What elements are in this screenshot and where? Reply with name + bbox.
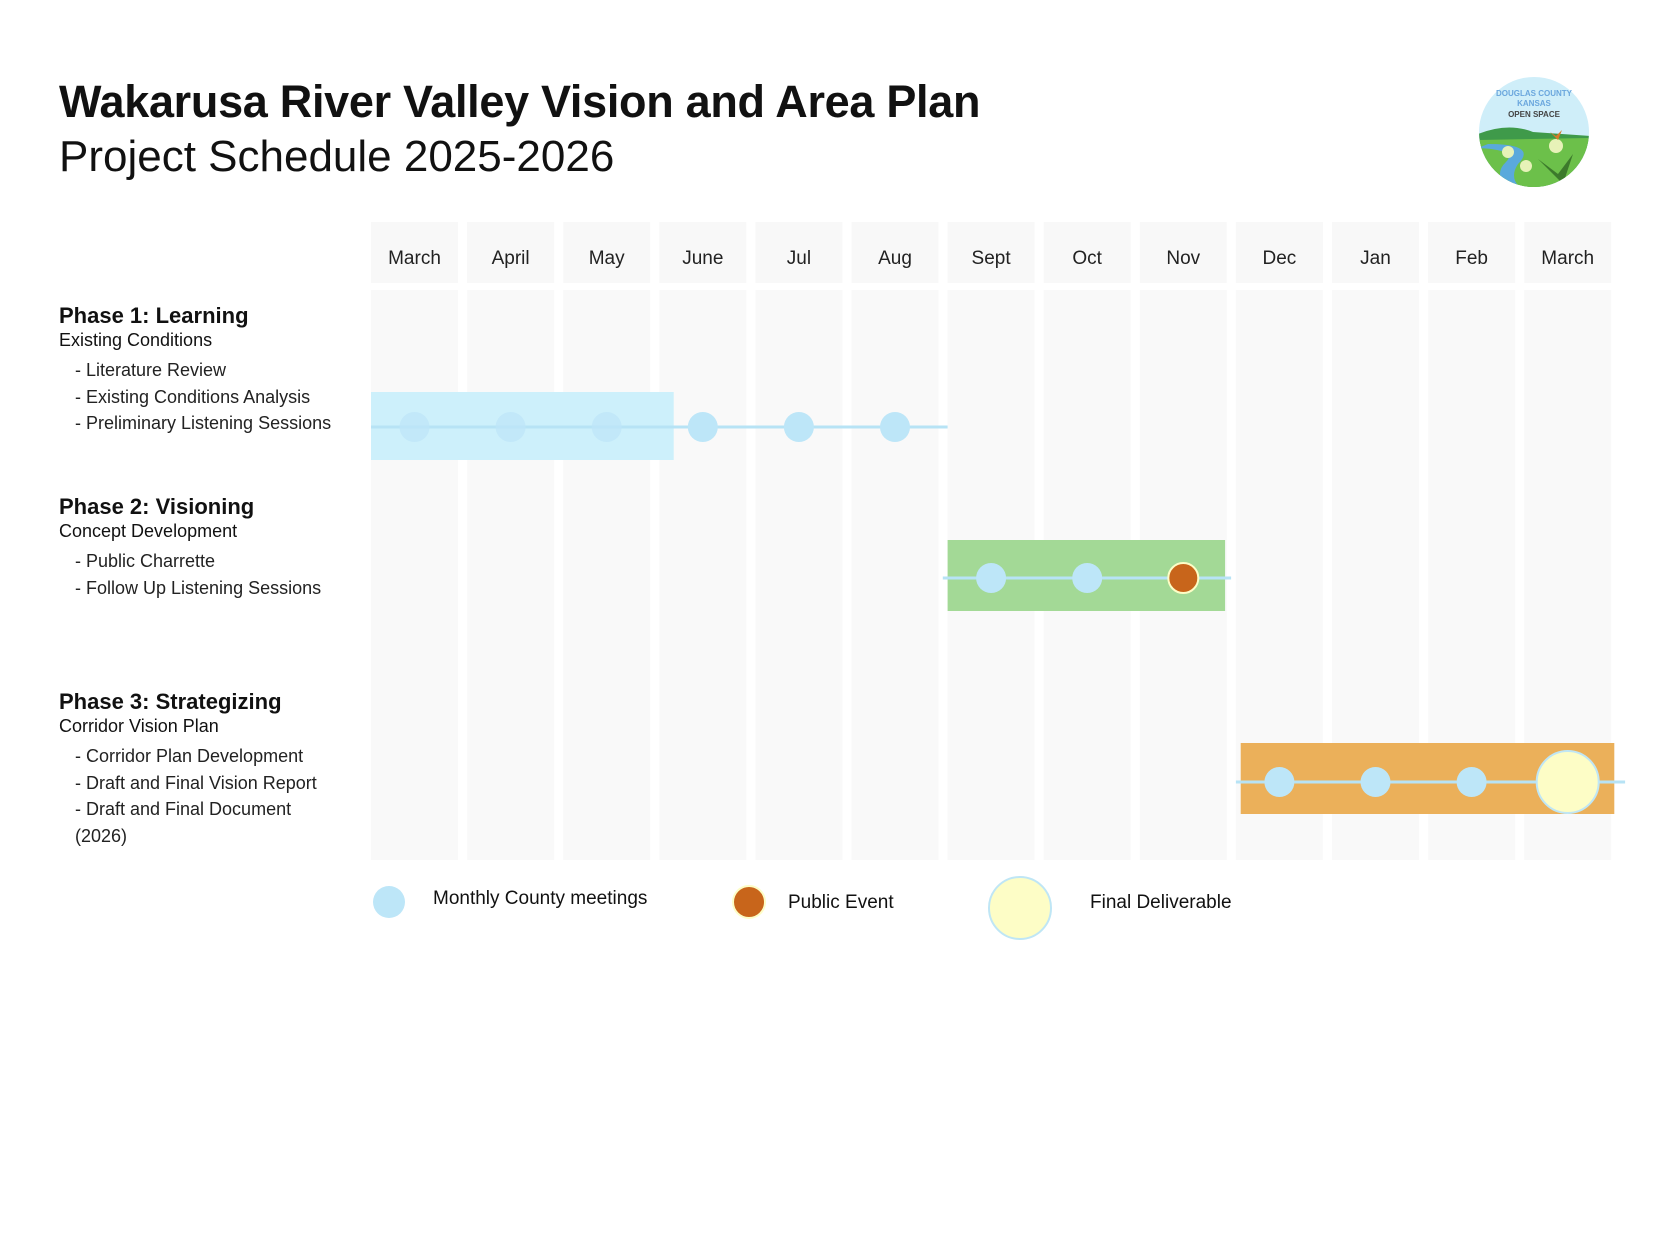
county-meeting-marker — [1072, 563, 1103, 593]
month-header-cell — [1235, 222, 1323, 283]
phase-3-bar-group — [1235, 743, 1626, 814]
month-header-cell — [1043, 222, 1131, 283]
county-meeting-marker — [976, 563, 1007, 593]
month-label: Feb — [1455, 248, 1488, 269]
month-column — [467, 290, 555, 860]
county-meeting-marker — [783, 412, 814, 442]
month-header-cell — [1524, 222, 1612, 283]
legend-public-event-icon — [732, 885, 766, 919]
phase-title: Phase 2: Visioning — [59, 494, 255, 519]
phase-subtitle: Corridor Vision Plan — [59, 716, 219, 736]
month-header-cell — [1428, 222, 1516, 283]
month-label: March — [388, 248, 441, 269]
month-header-cell — [851, 222, 939, 283]
county-meeting-marker — [1360, 767, 1391, 797]
douglas-county-open-space-logo: DOUGLAS COUNTY KANSAS OPEN SPACE — [1478, 74, 1590, 190]
month-label: Nov — [1166, 248, 1200, 269]
final-deliverable-marker — [1535, 750, 1600, 814]
phase-subtitle: Concept Development — [59, 521, 238, 541]
phase-task-item: - Preliminary Listening Sessions — [75, 413, 332, 433]
month-header-cell — [947, 222, 1035, 283]
month-label: Jul — [787, 248, 811, 269]
phase-task-item: - Existing Conditions Analysis — [75, 386, 311, 407]
public-event-marker — [1167, 562, 1200, 594]
phase-task-item: - Literature Review — [75, 360, 227, 380]
county-meeting-marker — [687, 412, 718, 442]
logo-text: OPEN SPACE — [1508, 110, 1561, 119]
logo-text: DOUGLAS COUNTY — [1496, 89, 1573, 98]
month-label: May — [589, 248, 625, 269]
phase-title: Phase 3: Strategizing — [59, 689, 282, 714]
month-header-cell — [1139, 222, 1227, 283]
month-label: Aug — [878, 248, 912, 269]
logo-text: KANSAS — [1517, 99, 1551, 108]
phase-task-item: - Follow Up Listening Sessions — [75, 577, 322, 598]
month-label: Sept — [972, 248, 1012, 269]
month-column — [755, 290, 843, 860]
month-header-cell — [563, 222, 651, 283]
month-label: March — [1541, 248, 1594, 269]
phase-task-item: (2026) — [75, 825, 128, 846]
county-meeting-marker — [880, 412, 910, 442]
legend-final-deliverable-icon — [988, 876, 1052, 940]
month-column — [659, 290, 747, 860]
month-header-cell — [755, 222, 843, 283]
month-header-cell — [467, 222, 555, 283]
county-meeting-marker — [495, 412, 526, 442]
phase-title: Phase 1: Learning — [59, 303, 249, 328]
month-label: Dec — [1263, 248, 1297, 269]
phase-subtitle: Existing Conditions — [59, 330, 213, 350]
month-label: April — [492, 248, 530, 269]
county-meeting-marker — [1264, 767, 1295, 797]
phase-2-bar-group — [942, 540, 1232, 611]
legend-label: Public Event — [788, 892, 894, 913]
phase-task-item: - Public Charrette — [75, 551, 216, 571]
month-label: Jan — [1360, 248, 1391, 269]
month-label: June — [682, 248, 723, 269]
month-label: Oct — [1072, 248, 1102, 269]
page-title: Wakarusa River Valley Vision and Area Pl… — [59, 76, 981, 127]
phase-task-item: - Draft and Final Document — [75, 799, 292, 819]
month-column — [851, 290, 939, 860]
legend: Monthly County meetings Public Event Final… — [373, 876, 1232, 940]
month-header-cell — [659, 222, 747, 283]
month-column — [563, 290, 651, 860]
phase-1-bar-group — [371, 392, 948, 460]
legend-county-meeting-icon — [373, 886, 405, 918]
legend-label: Monthly County meetings — [433, 888, 647, 909]
phase-task-item: - Draft and Final Vision Report — [75, 772, 317, 793]
phase-task-item: - Corridor Plan Development — [75, 746, 304, 766]
month-header-cell — [371, 222, 458, 283]
county-meeting-marker — [591, 412, 622, 442]
legend-label: Final Deliverable — [1090, 892, 1232, 913]
county-meeting-marker — [1456, 767, 1487, 797]
page-subtitle: Project Schedule 2025-2026 — [59, 132, 615, 181]
county-meeting-marker — [399, 412, 430, 442]
month-header-cell — [1332, 222, 1419, 283]
month-column — [371, 290, 458, 860]
